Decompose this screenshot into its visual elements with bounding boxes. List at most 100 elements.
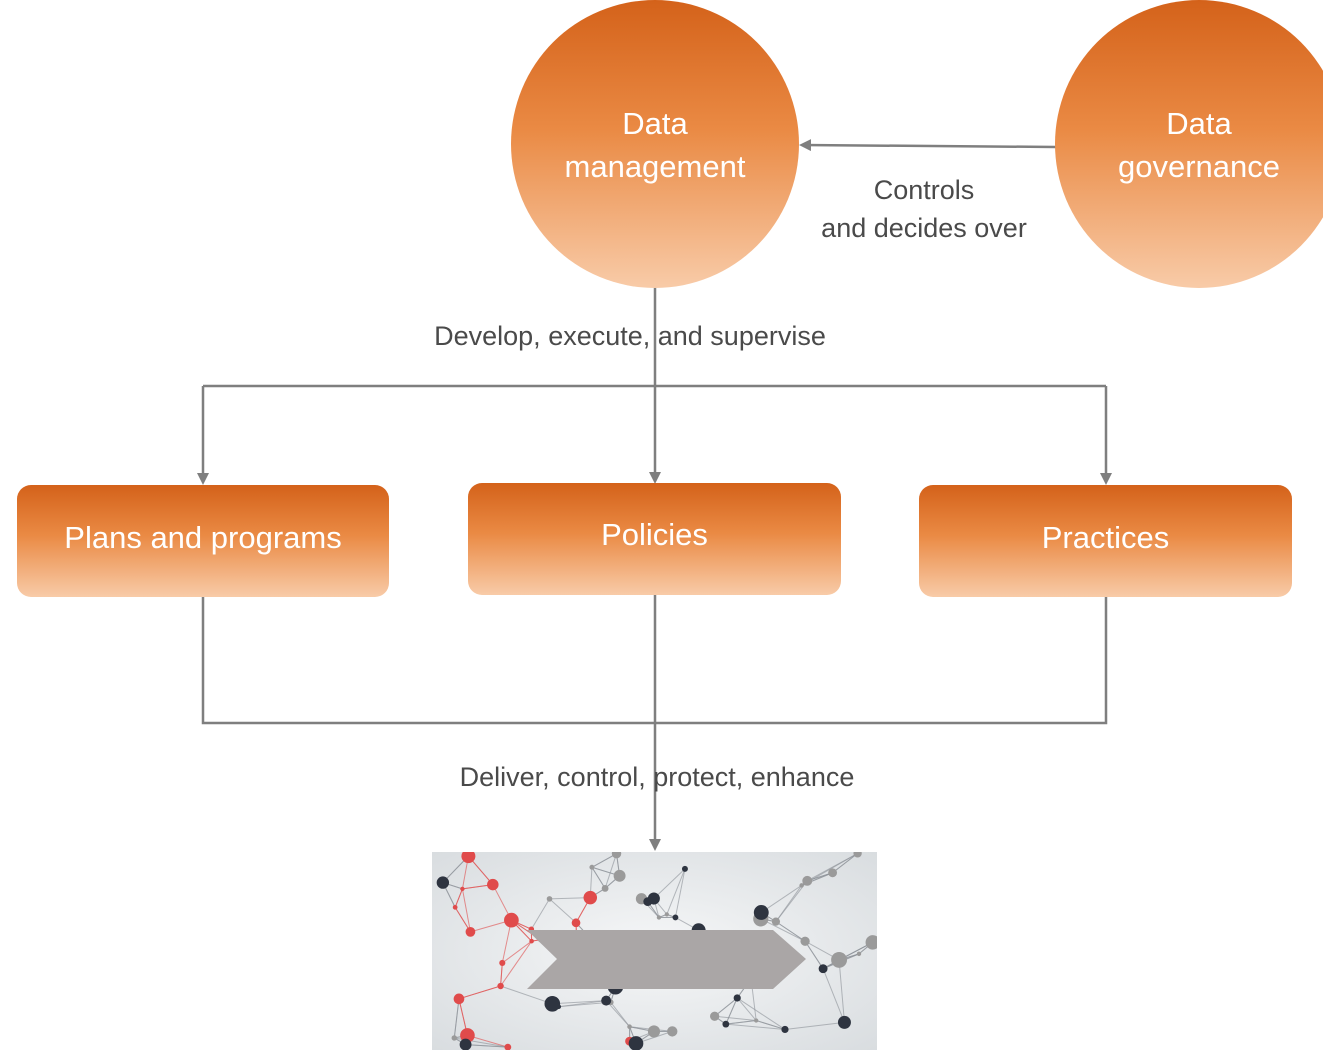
network-node xyxy=(497,982,504,990)
network-edge xyxy=(458,985,501,1000)
practices-label: Practices xyxy=(1041,519,1170,555)
network-node xyxy=(722,1020,730,1028)
controls-edge-label: Controls and decides over xyxy=(794,171,1054,247)
network-node xyxy=(452,904,458,910)
network-edge xyxy=(453,998,460,1039)
network-edge xyxy=(736,997,757,1021)
network-graph-image xyxy=(432,852,877,1050)
network-node xyxy=(504,1043,512,1050)
network-node xyxy=(459,1038,472,1050)
network-node xyxy=(451,1035,458,1041)
network-edge xyxy=(666,868,686,915)
network-edge xyxy=(465,1044,508,1048)
network-node xyxy=(504,912,519,928)
network-node xyxy=(681,865,688,872)
policies-node xyxy=(468,483,841,595)
network-node xyxy=(818,964,828,974)
network-edge xyxy=(714,997,738,1017)
data-management-label: Data management xyxy=(511,80,799,210)
network-node xyxy=(628,1036,644,1050)
network-edge xyxy=(552,1000,607,1005)
network-node xyxy=(865,935,877,950)
network-node xyxy=(546,896,553,902)
network-node xyxy=(643,897,653,907)
network-edge xyxy=(804,940,824,969)
data-management-node xyxy=(511,0,799,288)
data-management-label-line1: Data xyxy=(622,106,688,141)
network-node xyxy=(465,927,476,937)
network-node xyxy=(781,1025,789,1034)
network-edge xyxy=(736,997,786,1030)
network-node xyxy=(853,852,862,858)
network-node xyxy=(601,995,612,1006)
network-node xyxy=(667,1026,678,1037)
network-node xyxy=(802,875,813,886)
network-node xyxy=(828,868,838,878)
network-node xyxy=(583,890,598,905)
network-node xyxy=(499,959,506,967)
network-edge xyxy=(725,1020,757,1025)
network-node xyxy=(672,914,679,921)
network-edge xyxy=(461,888,471,932)
plans-label: Plans and programs xyxy=(64,519,342,555)
connectors xyxy=(197,139,1112,851)
data-governance-node xyxy=(1055,0,1323,288)
network-node xyxy=(601,885,609,892)
governance-to-management-connector xyxy=(799,139,1057,152)
network-edge xyxy=(500,940,533,987)
network-edge xyxy=(454,888,463,908)
network-node xyxy=(436,876,450,889)
network-node xyxy=(611,852,622,859)
network-edge xyxy=(653,868,686,899)
network-node xyxy=(799,883,804,888)
network-edge xyxy=(784,1021,845,1030)
network-edge xyxy=(725,997,738,1025)
network-edge xyxy=(500,985,553,1005)
network-node xyxy=(754,1018,759,1023)
network-node xyxy=(664,912,669,917)
controls-edge-label-line1: Controls xyxy=(873,175,975,205)
network-edge xyxy=(838,959,845,1023)
network-edge xyxy=(775,921,806,942)
network-node xyxy=(627,1024,632,1030)
network-node xyxy=(589,864,595,870)
network-node xyxy=(831,951,848,968)
network-node xyxy=(800,936,810,946)
network-node xyxy=(656,915,662,920)
network-node xyxy=(453,993,465,1005)
network-node xyxy=(487,878,499,891)
data-governance-label-line2: governance xyxy=(1117,149,1280,184)
network-edge xyxy=(760,884,802,913)
network-edge xyxy=(549,897,591,900)
network-edge xyxy=(530,898,550,930)
network-node xyxy=(837,1015,851,1029)
data-governance-label: Data governance xyxy=(1055,80,1323,210)
network-node xyxy=(460,886,465,892)
network-edge xyxy=(760,918,806,942)
network-node xyxy=(647,1025,661,1038)
data-governance-label-line1: Data xyxy=(1166,106,1232,141)
network-node xyxy=(544,995,561,1012)
deliver-edge-label: Deliver, control, protect, enhance xyxy=(459,762,855,792)
develop-edge-label: Develop, execute, and supervise xyxy=(434,321,826,351)
network-node xyxy=(733,994,741,1002)
network-edge xyxy=(832,852,858,874)
network-node xyxy=(613,869,626,882)
network-edge xyxy=(502,940,532,964)
network-edge xyxy=(822,968,845,1023)
controls-edge-label-line2: and decides over xyxy=(821,213,1027,243)
network-node xyxy=(856,951,862,957)
practices-node xyxy=(919,485,1292,597)
network-edge xyxy=(775,880,808,922)
network-node xyxy=(571,918,581,928)
network-edge xyxy=(549,898,577,924)
network-node xyxy=(529,938,534,944)
network-edge xyxy=(756,1020,786,1030)
chevron-arrow-icon xyxy=(527,930,806,989)
network-edge xyxy=(500,962,503,987)
network-edge xyxy=(714,1015,757,1022)
policies-label: Policies xyxy=(601,516,708,552)
network-edge xyxy=(674,868,686,918)
data-management-label-line2: management xyxy=(564,149,746,184)
